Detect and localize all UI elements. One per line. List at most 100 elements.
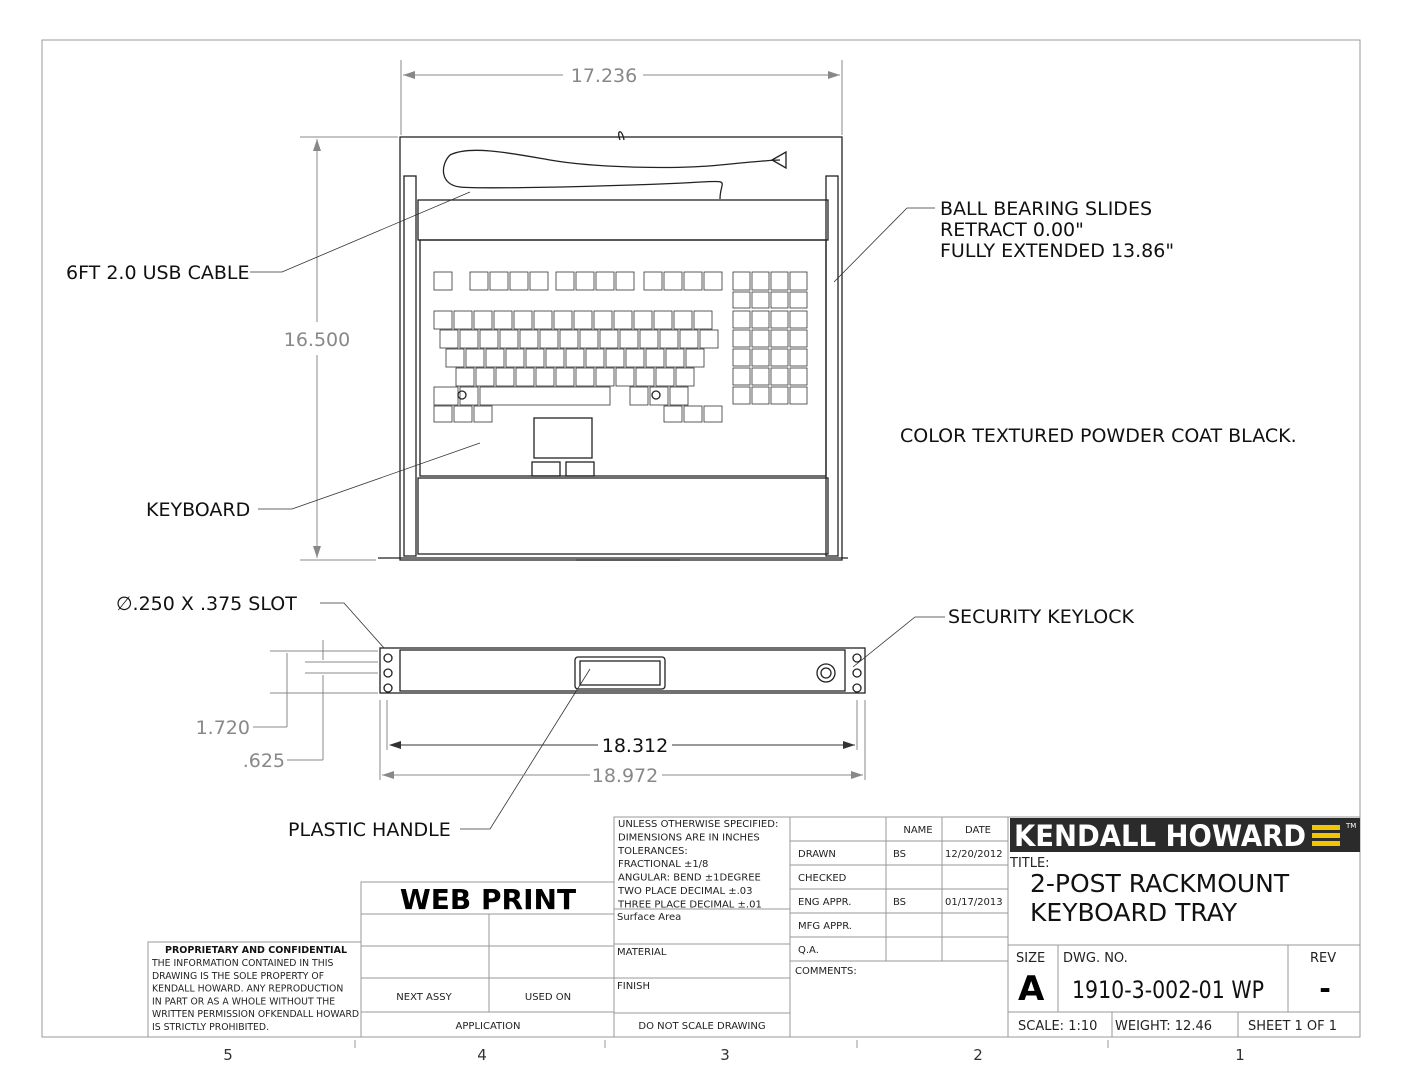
key: [459, 329, 479, 349]
tolerance-line: TWO PLACE DECIMAL ±.03: [617, 886, 752, 897]
key: [789, 291, 808, 309]
tolerance-line: ANGULAR: BEND ±1DEGREE: [618, 873, 761, 884]
key: [493, 310, 513, 330]
key: [655, 367, 675, 387]
company-name: KENDALL HOWARD: [1014, 819, 1306, 853]
key: [732, 310, 751, 329]
date-header: DATE: [965, 825, 991, 836]
key: [770, 367, 789, 386]
key: [445, 348, 465, 368]
callout-keylock: SECURITY KEYLOCK: [948, 606, 1134, 628]
key: [605, 348, 625, 368]
zone-3: 3: [720, 1046, 730, 1064]
surface-area-label: Surface Area: [617, 912, 681, 923]
approval-row-name: BS: [893, 897, 906, 908]
key: [575, 367, 595, 387]
key: [699, 329, 719, 349]
callout-usb-cable: 6FT 2.0 USB CABLE: [66, 262, 250, 284]
title-block: PROPRIETARY AND CONFIDENTIAL THE INFORMA…: [147, 816, 1361, 1038]
key: [685, 348, 705, 368]
key: [519, 329, 539, 349]
key: [665, 348, 685, 368]
name-header: NAME: [903, 825, 932, 836]
comments-label: COMMENTS:: [795, 966, 857, 977]
approval-row-label: DRAWN: [798, 849, 836, 860]
key: [595, 367, 615, 387]
key: [683, 271, 703, 291]
proprietary-line: WRITTEN PERMISSION OFKENDALL HOWARD: [152, 1009, 359, 1020]
proprietary-line: IN PART OR AS A WHOLE WITHOUT THE: [152, 996, 335, 1007]
key: [553, 310, 573, 330]
key: [453, 310, 473, 330]
key: [453, 405, 473, 423]
key: [789, 329, 808, 348]
key: [615, 271, 635, 291]
tolerance-line: TOLERANCES:: [617, 846, 688, 857]
key: [789, 271, 808, 291]
callout-slides-2: RETRACT 0.00": [940, 219, 1084, 241]
do-not-scale-label: DO NOT SCALE DRAWING: [638, 1021, 765, 1032]
key: [663, 271, 683, 291]
key: [635, 367, 655, 387]
key: [683, 405, 703, 423]
key: [789, 310, 808, 329]
key: [615, 367, 635, 387]
rev-label: REV: [1310, 951, 1336, 966]
callout-slides-1: BALL BEARING SLIDES: [940, 198, 1152, 220]
approval-row-date: 12/20/2012: [945, 849, 1003, 860]
callout-handle: PLASTIC HANDLE: [288, 819, 451, 841]
approval-row-label: MFG APPR.: [798, 921, 852, 932]
dim-625: .625: [243, 750, 285, 772]
company-logo: [1010, 818, 1360, 852]
zone-4: 4: [477, 1046, 487, 1064]
dimension-horizontal-bottom: 18.312 18.972: [379, 700, 866, 787]
approval-row-label: CHECKED: [798, 873, 847, 884]
approval-row-label: Q.A.: [798, 945, 819, 956]
key: [732, 291, 751, 309]
key: [643, 271, 663, 291]
key: [669, 386, 689, 406]
key: [770, 291, 789, 309]
key: [693, 310, 713, 330]
key: [679, 329, 699, 349]
tolerance-line: FRACTIONAL ±1/8: [618, 859, 708, 870]
key: [433, 271, 453, 291]
key: [593, 310, 613, 330]
key: [645, 348, 665, 368]
zone-1: 1: [1235, 1046, 1245, 1064]
key: [751, 348, 770, 367]
dwg-no-label: DWG. NO.: [1063, 951, 1128, 966]
key: [789, 348, 808, 367]
proprietary-line: IS STRICTLY PROHIBITED.: [152, 1022, 269, 1033]
size-value: A: [1018, 969, 1045, 1009]
key: [525, 348, 545, 368]
key: [633, 310, 653, 330]
front-view-rack: [379, 647, 866, 694]
key: [703, 271, 723, 291]
key: [751, 386, 770, 405]
key: [485, 348, 505, 368]
zone-5: 5: [223, 1046, 233, 1064]
dimension-height: 16.500: [284, 136, 398, 561]
trademark: TM: [1345, 822, 1356, 830]
key: [653, 310, 673, 330]
key: [559, 329, 579, 349]
title-line-2: KEYBOARD TRAY: [1030, 898, 1238, 927]
key: [479, 329, 499, 349]
key: [625, 348, 645, 368]
key: [751, 329, 770, 348]
key: [573, 310, 593, 330]
height-dimension-text: 16.500: [284, 329, 350, 351]
key: [595, 271, 615, 291]
key: [433, 386, 459, 406]
dimension-width: 17.236: [400, 60, 843, 135]
rev-value: -: [1319, 972, 1331, 1005]
key: [539, 329, 559, 349]
key: [473, 405, 493, 423]
callout-keyboard: KEYBOARD: [146, 499, 250, 521]
next-assy-label: NEXT ASSY: [396, 992, 452, 1003]
callout-slides-3: FULLY EXTENDED 13.86": [940, 240, 1174, 262]
key: [579, 329, 599, 349]
title-line-1: 2-POST RACKMOUNT: [1030, 869, 1290, 898]
